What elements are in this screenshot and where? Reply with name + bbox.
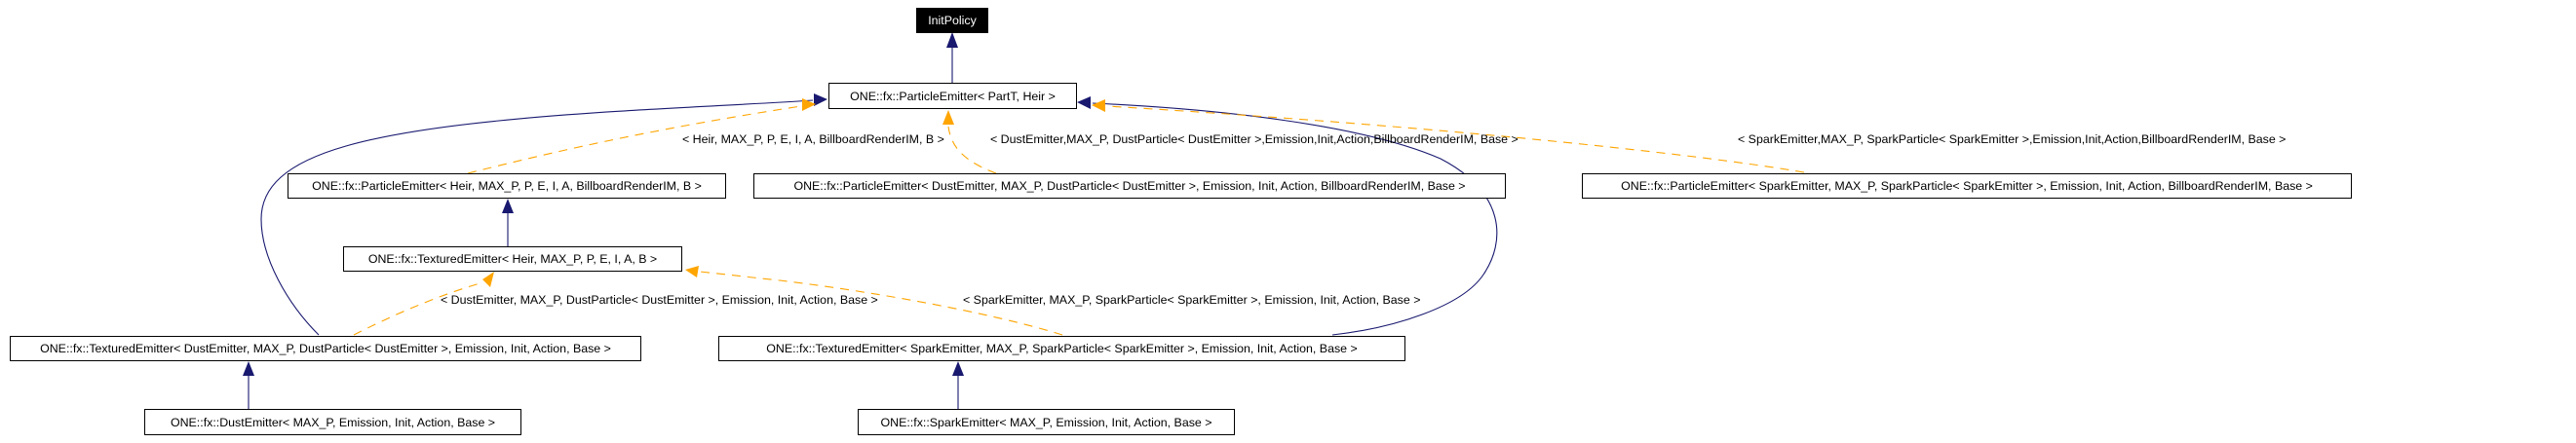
node-sparkemitter[interactable]: ONE::fx::SparkEmitter< MAX_P, Emission, … (858, 409, 1235, 435)
edge-label-dust-particle-instantiation: < DustEmitter,MAX_P, DustParticle< DustE… (990, 132, 1519, 146)
edge-label-dust-textured-instantiation: < DustEmitter, MAX_P, DustParticle< Dust… (441, 293, 878, 307)
edge-label-heir-instantiation: < Heir, MAX_P, P, E, I, A, BillboardRend… (682, 132, 944, 146)
node-dustemitter[interactable]: ONE::fx::DustEmitter< MAX_P, Emission, I… (144, 409, 521, 435)
node-particleemitter-heir[interactable]: ONE::fx::ParticleEmitter< Heir, MAX_P, P… (288, 173, 726, 199)
node-texturedemitter-spark[interactable]: ONE::fx::TexturedEmitter< SparkEmitter, … (718, 336, 1405, 361)
node-particleemitter-base[interactable]: ONE::fx::ParticleEmitter< PartT, Heir > (828, 83, 1077, 109)
edge-label-spark-textured-instantiation: < SparkEmitter, MAX_P, SparkParticle< Sp… (963, 293, 1421, 307)
node-particleemitter-dust[interactable]: ONE::fx::ParticleEmitter< DustEmitter, M… (753, 173, 1506, 199)
node-particleemitter-spark[interactable]: ONE::fx::ParticleEmitter< SparkEmitter, … (1582, 173, 2352, 199)
node-initpolicy: InitPolicy (916, 8, 988, 33)
node-texturedemitter-base[interactable]: ONE::fx::TexturedEmitter< Heir, MAX_P, P… (343, 246, 682, 272)
node-texturedemitter-dust[interactable]: ONE::fx::TexturedEmitter< DustEmitter, M… (10, 336, 641, 361)
edge-label-spark-particle-instantiation: < SparkEmitter,MAX_P, SparkParticle< Spa… (1738, 132, 2287, 146)
